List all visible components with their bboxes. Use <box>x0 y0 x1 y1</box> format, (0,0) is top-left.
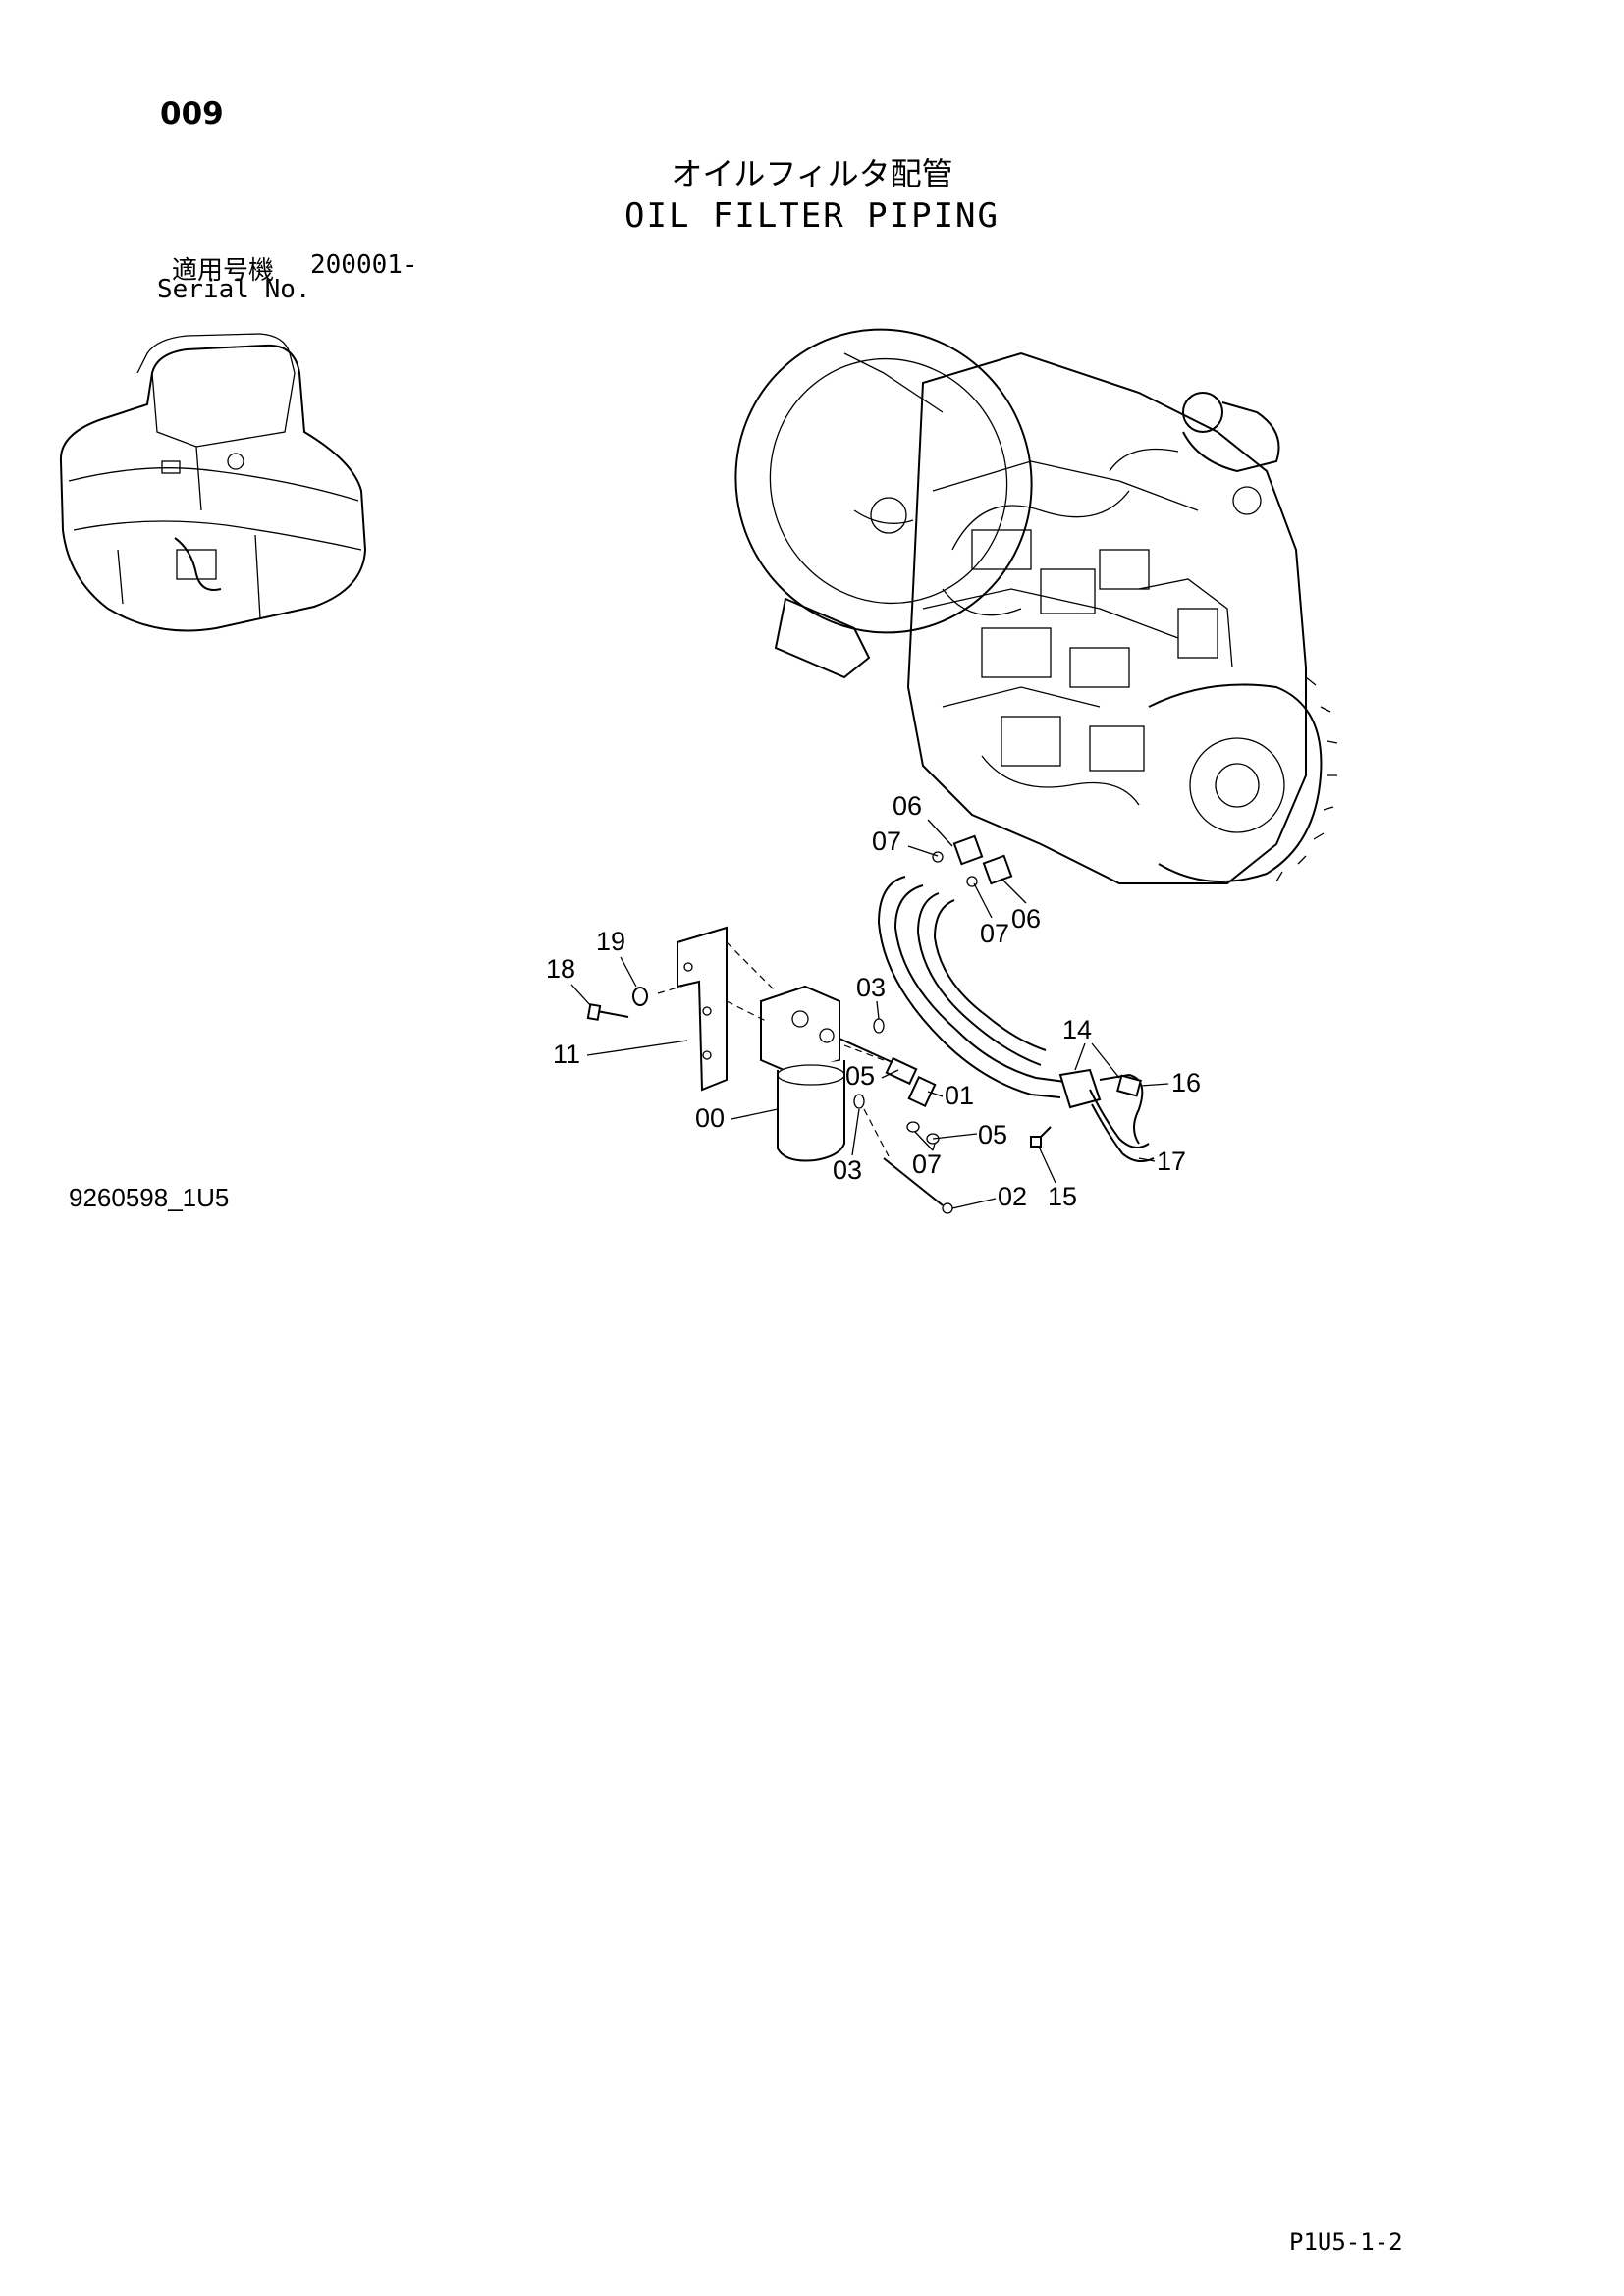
callout-03b: 03 <box>833 1155 862 1185</box>
callout-18: 18 <box>546 954 575 984</box>
drawing-id: 9260598_1U5 <box>69 1183 230 1212</box>
callout-15: 15 <box>1048 1182 1077 1211</box>
callout-00: 00 <box>695 1103 725 1133</box>
callout-leaders <box>570 819 1169 1209</box>
callout-16: 16 <box>1171 1068 1201 1097</box>
callout-05a: 05 <box>845 1061 875 1091</box>
serial-label: Serial No. <box>157 275 311 304</box>
page-reference: P1U5-1-2 <box>1289 2228 1403 2256</box>
callout-01: 01 <box>945 1081 974 1110</box>
oil-filter-assembly-illustration <box>586 876 1155 1214</box>
page-number: 009 <box>160 96 224 132</box>
callout-07b: 07 <box>980 919 1009 948</box>
callout-02: 02 <box>998 1182 1027 1211</box>
page-title-japanese: オイルフィルタ配管 <box>671 155 953 192</box>
page-title: OIL FILTER PIPING <box>624 196 1000 236</box>
callout-06b: 06 <box>1011 904 1041 934</box>
callout-11: 11 <box>553 1040 580 1069</box>
engine-assembly-illustration <box>734 328 1338 887</box>
callout-03a: 03 <box>856 973 886 1002</box>
serial-number-value: 200001- <box>310 250 418 280</box>
machine-overview-illustration <box>59 333 367 632</box>
callout-06a: 06 <box>893 791 922 821</box>
callout-07a: 07 <box>872 827 901 856</box>
callout-05b: 05 <box>978 1120 1007 1149</box>
callout-17: 17 <box>1157 1147 1186 1176</box>
callout-19: 19 <box>596 927 625 956</box>
callout-14: 14 <box>1062 1015 1092 1044</box>
serial-label-japanese: 適用号機 <box>172 256 275 286</box>
callout-07c: 07 <box>912 1149 942 1179</box>
